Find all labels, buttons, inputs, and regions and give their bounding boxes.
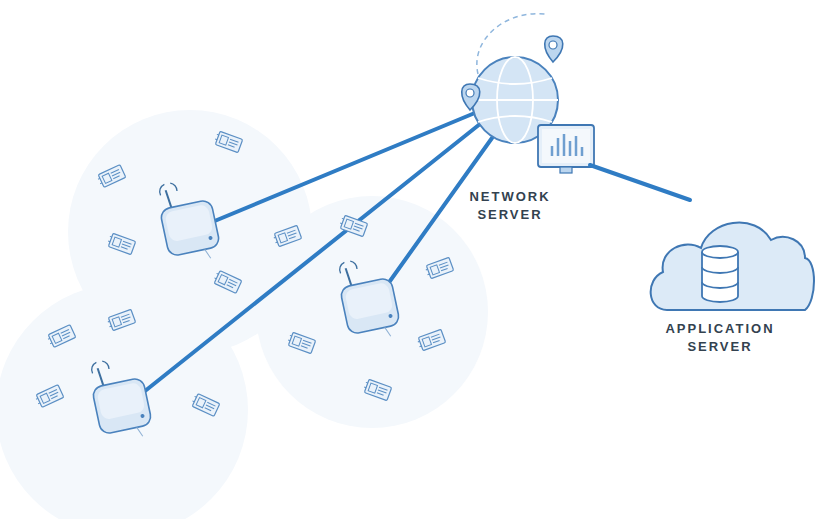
link-line <box>590 165 690 200</box>
node-label: APPLICATION SERVER <box>645 320 795 356</box>
network-server: NETWORK SERVER <box>445 45 590 230</box>
application-server: APPLICATION SERVER <box>645 200 815 362</box>
node-label: NETWORK SERVER <box>445 188 575 224</box>
cloud-shape <box>645 200 815 316</box>
